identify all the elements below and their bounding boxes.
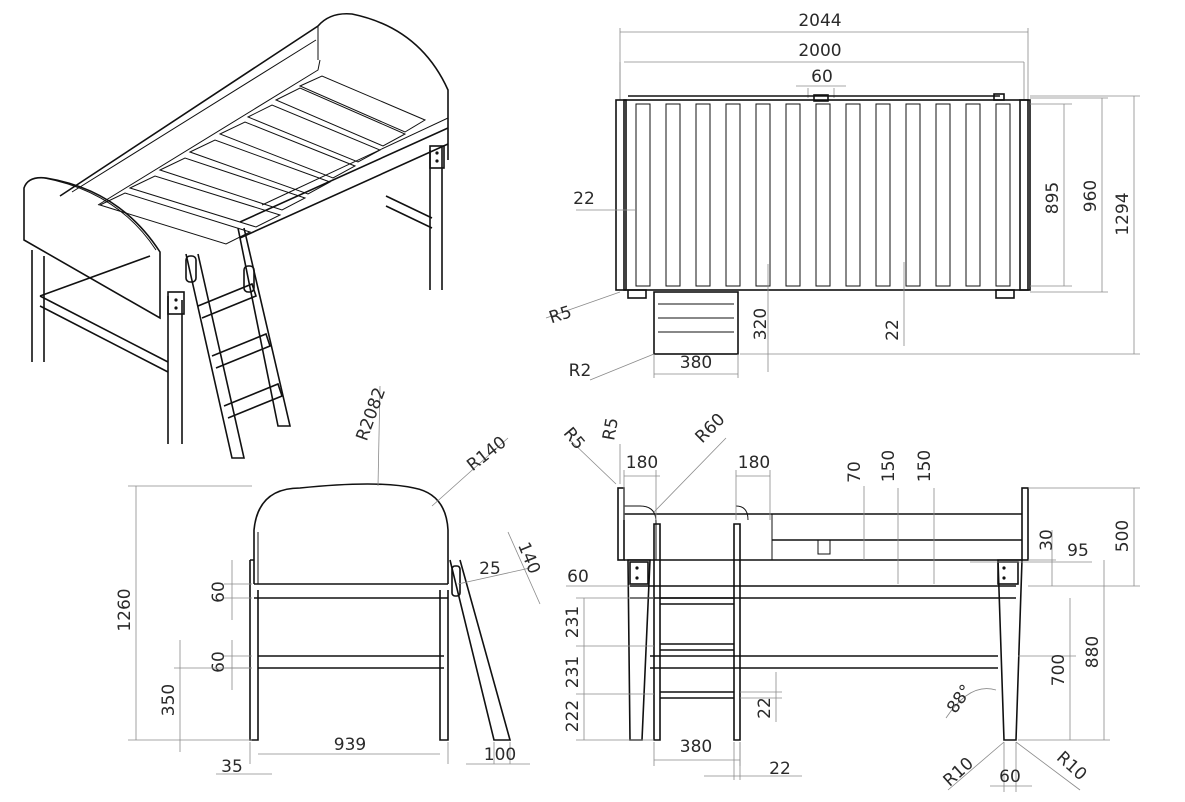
- dim-ladder-rail-left: 180: [626, 453, 658, 473]
- dim-overall-height: 1260: [115, 588, 135, 631]
- dim-lower-rail-height: 60: [209, 651, 229, 673]
- dim-lower-rail-elevation: 350: [159, 684, 179, 716]
- dim-ladder-width-side: 380: [680, 737, 712, 757]
- side-view: R5 R5 R60 180 180 70 150 150 500 30 95 6…: [559, 410, 1140, 792]
- dim-step-spacing-1: 231: [563, 606, 583, 638]
- dim-head-arc-radius: R2082: [352, 385, 390, 444]
- dim-head-corner-radius: R140: [463, 433, 510, 476]
- dim-inner-length: 2000: [798, 41, 841, 61]
- dim-center-notch: 60: [811, 67, 833, 87]
- dim-ladder-thickness: 25: [479, 559, 501, 579]
- dim-ladder-width: 380: [680, 353, 712, 373]
- dim-overall-width: 1294: [1113, 192, 1133, 235]
- dim-post-offset: 95: [1067, 541, 1089, 561]
- dim-foot-width: 60: [999, 767, 1021, 787]
- dim-step-thickness: 22: [755, 697, 775, 719]
- dim-top-rail-height: 60: [209, 581, 229, 603]
- dim-bottom-gap: 22: [769, 759, 791, 779]
- dim-radius-left-corner: R5: [599, 416, 623, 442]
- dim-frame-height: 880: [1083, 636, 1103, 668]
- dim-inner-span: 939: [334, 735, 366, 755]
- dim-leg-width: 35: [221, 757, 243, 777]
- end-view: R2082 R140 25 140 1260 60 60 350 939 35 …: [115, 385, 544, 777]
- dim-slat-gap-bottom: 22: [883, 319, 903, 341]
- dim-radius-ladder-arc: R60: [692, 410, 730, 448]
- dim-first-step-height: 222: [563, 700, 583, 732]
- dim-outer-width: 960: [1081, 180, 1101, 212]
- dim-ladder-offset: 140: [513, 539, 544, 577]
- dim-guard-gap: 70: [845, 461, 865, 483]
- dim-step-spacing-2: 231: [563, 656, 583, 688]
- dim-leg-angle: 88°: [943, 681, 977, 717]
- dim-radius-ladder: R2: [569, 361, 592, 381]
- dim-guard-height-1: 150: [879, 450, 899, 482]
- dim-ladder-foot: 100: [484, 745, 516, 765]
- dim-slat-gap-left: 22: [573, 189, 595, 209]
- dim-overall-length: 2044: [798, 11, 841, 31]
- dim-frame-offset: 30: [1037, 529, 1057, 551]
- dim-ladder-rail-right: 180: [738, 453, 770, 473]
- isometric-view: [23, 12, 449, 459]
- dim-lower-rail-height-side: 700: [1049, 654, 1069, 686]
- dim-foot-radius-left: R10: [940, 754, 978, 791]
- top-view: 2044 2000 60: [545, 11, 1140, 381]
- dim-ladder-depth: 320: [751, 308, 771, 340]
- dim-headboard-height: 500: [1113, 520, 1133, 552]
- dim-guard-height-2: 150: [915, 450, 935, 482]
- dim-foot-radius-right: R10: [1052, 748, 1090, 785]
- dim-inner-width: 895: [1043, 182, 1063, 214]
- dim-radius-rail: R5: [547, 302, 575, 328]
- dim-radius-left-top: R5: [559, 424, 589, 454]
- dim-rail-depth: 60: [567, 567, 589, 587]
